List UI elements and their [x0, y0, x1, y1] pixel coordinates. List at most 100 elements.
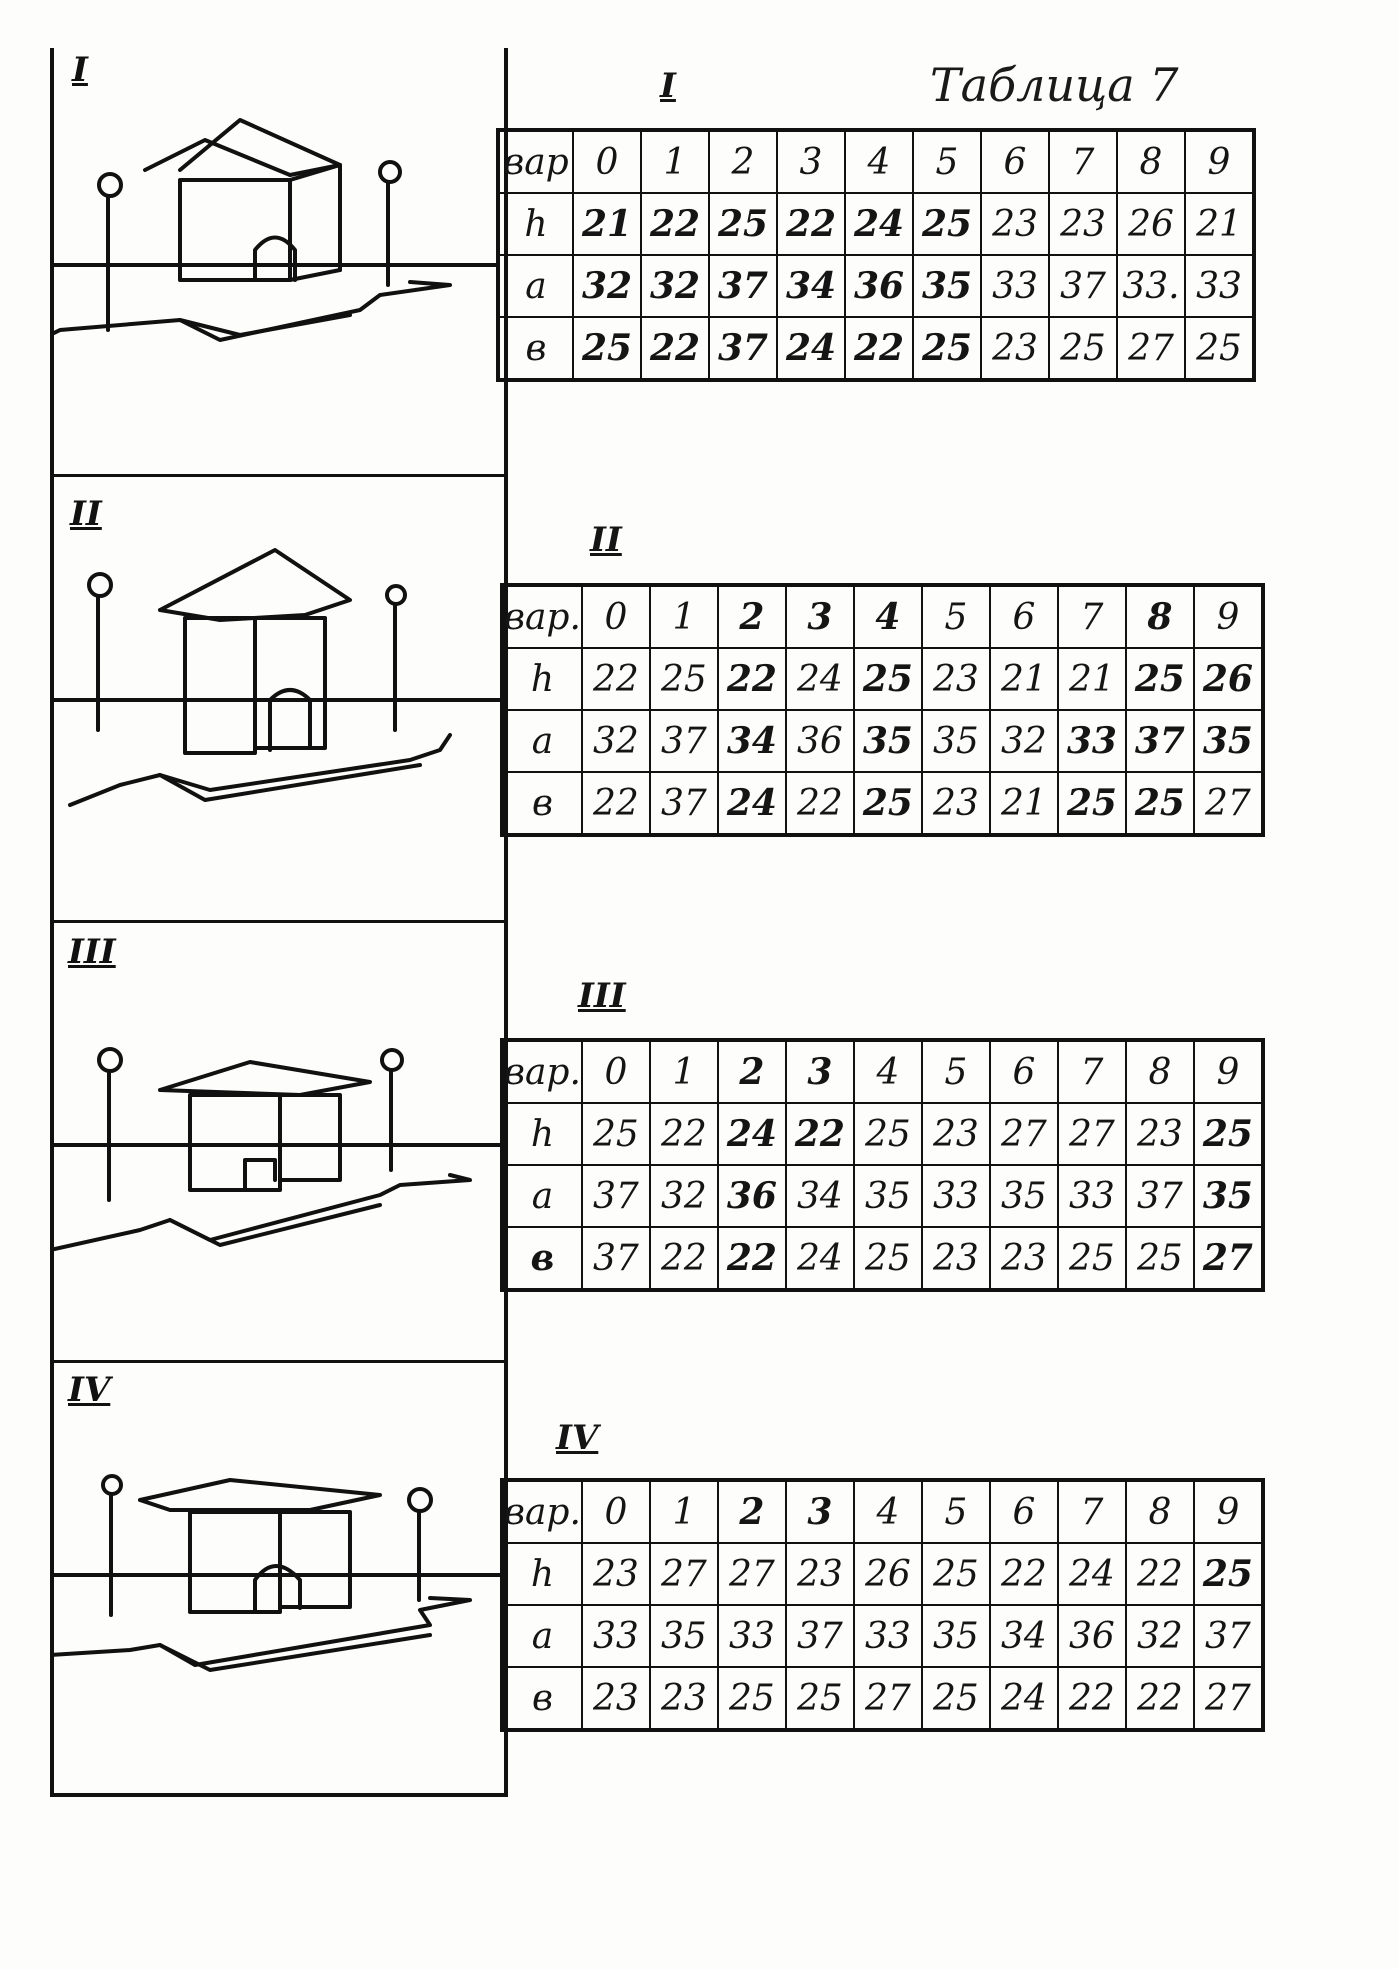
row-label: h	[501, 1102, 583, 1166]
table-cell: 22	[648, 1102, 719, 1166]
table-cell: 34	[784, 1164, 855, 1228]
table-cell: 22	[716, 647, 787, 711]
header-cell: 6	[988, 584, 1059, 649]
header-cell: 3	[784, 1039, 855, 1104]
table-cell: 34	[716, 709, 787, 773]
table-cell: 32	[572, 254, 642, 318]
header-cell: 3	[784, 1479, 855, 1544]
table-cell: 25	[1124, 1226, 1195, 1291]
table-cell: 22	[640, 192, 710, 256]
table-numeral-i: I	[660, 66, 676, 106]
table-cell: 23	[580, 1542, 651, 1606]
header-cell: 0	[580, 584, 651, 649]
table-cell: 23	[784, 1542, 855, 1606]
header-cell: 3	[776, 129, 846, 194]
drawing-house-canopy	[50, 1474, 500, 1672]
panel-label-ii: II	[70, 494, 102, 534]
table-cell: 25	[852, 647, 923, 711]
table-cell: 37	[580, 1164, 651, 1228]
header-cell: 1	[640, 129, 710, 194]
header-cell: 8	[1124, 1039, 1195, 1104]
table-cell: 24	[716, 771, 787, 836]
header-cell: 1	[648, 1479, 719, 1544]
header-cell: 8	[1124, 584, 1195, 649]
table-header-row: вар. 0 1 2 3 4 5 6 7 8 9	[501, 1479, 1264, 1544]
header-cell: 0	[580, 1039, 651, 1104]
table-cell: 25	[912, 316, 982, 381]
table-cell: 22	[716, 1226, 787, 1291]
table-cell: 33	[1184, 254, 1255, 318]
table-cell: 25	[1184, 316, 1255, 381]
header-cell: 3	[784, 584, 855, 649]
header-cell: вар.	[501, 1479, 583, 1544]
panel-divider	[50, 1360, 504, 1363]
table-row: a 32 37 34 36 35 35 32 33 37 35	[501, 709, 1264, 773]
header-cell: 2	[716, 1479, 787, 1544]
data-table-ii: вар. 0 1 2 3 4 5 6 7 8 9 h 22 25 22 24 2…	[500, 583, 1265, 837]
header-cell: 4	[852, 1479, 923, 1544]
table-cell: 35	[912, 254, 982, 318]
table-cell: 33.	[1116, 254, 1186, 318]
table-cell: 27	[1056, 1102, 1127, 1166]
table-cell: 37	[784, 1604, 855, 1668]
table-cell: 25	[1056, 1226, 1127, 1291]
table-cell: 35	[852, 1164, 923, 1228]
header-cell: 2	[708, 129, 778, 194]
table-cell: 25	[1124, 647, 1195, 711]
table-cell: 33	[980, 254, 1050, 318]
table-cell: 37	[708, 254, 778, 318]
table-cell: 24	[784, 647, 855, 711]
table-numeral-ii: II	[590, 520, 622, 560]
data-table-i: вар 0 1 2 3 4 5 6 7 8 9 h 21 22 25 22 24…	[496, 128, 1256, 382]
row-label: h	[501, 1542, 583, 1606]
table-cell: 25	[920, 1666, 991, 1731]
table-cell: 36	[844, 254, 914, 318]
table-cell: 35	[852, 709, 923, 773]
panel-divider	[50, 474, 504, 477]
data-table-iii: вар. 0 1 2 3 4 5 6 7 8 9 h 25 22 24 22 2…	[500, 1038, 1265, 1292]
table-cell: 23	[988, 1226, 1059, 1291]
table-cell: 21	[572, 192, 642, 256]
header-cell: вар	[497, 129, 574, 194]
header-cell: 2	[716, 1039, 787, 1104]
table-cell: 36	[1056, 1604, 1127, 1668]
table-cell: 23	[580, 1666, 651, 1731]
table-cell: 33	[1056, 1164, 1127, 1228]
table-cell: 33	[852, 1604, 923, 1668]
header-cell: 4	[852, 1039, 923, 1104]
table-cell: 27	[1116, 316, 1186, 381]
table-cell: 33	[920, 1164, 991, 1228]
row-label: a	[497, 254, 574, 318]
table-cell: 22	[648, 1226, 719, 1291]
table-row: a 37 32 36 34 35 33 35 33 37 35	[501, 1164, 1264, 1228]
table-cell: 24	[988, 1666, 1059, 1731]
table-cell: 25	[708, 192, 778, 256]
table-cell: 26	[1116, 192, 1186, 256]
header-cell: 8	[1116, 129, 1186, 194]
table-cell: 36	[784, 709, 855, 773]
panel-divider	[50, 920, 504, 923]
drawing-house-flat-roof	[50, 1047, 500, 1252]
header-cell: 8	[1124, 1479, 1195, 1544]
table-cell: 25	[648, 647, 719, 711]
table-cell: 27	[1192, 771, 1264, 836]
row-label: a	[501, 1164, 583, 1228]
table-cell: 22	[844, 316, 914, 381]
table-cell: 25	[1048, 316, 1118, 381]
table-cell: 23	[980, 192, 1050, 256]
table-cell: 25	[852, 771, 923, 836]
table-cell: 25	[852, 1226, 923, 1291]
table-cell: 35	[920, 709, 991, 773]
table-cell: 24	[716, 1102, 787, 1166]
table-cell: 37	[1192, 1604, 1264, 1668]
panel-label-iii: III	[68, 932, 116, 972]
table-cell: 22	[776, 192, 846, 256]
header-cell: 6	[980, 129, 1050, 194]
table-caption: Таблица 7	[930, 58, 1179, 112]
table-cell: 22	[640, 316, 710, 381]
table-cell: 25	[1056, 771, 1127, 836]
table-cell: 23	[920, 1226, 991, 1291]
table-row: в 37 22 22 24 25 23 23 25 25 27	[501, 1226, 1264, 1291]
header-cell: 4	[844, 129, 914, 194]
header-cell: 9	[1184, 129, 1255, 194]
